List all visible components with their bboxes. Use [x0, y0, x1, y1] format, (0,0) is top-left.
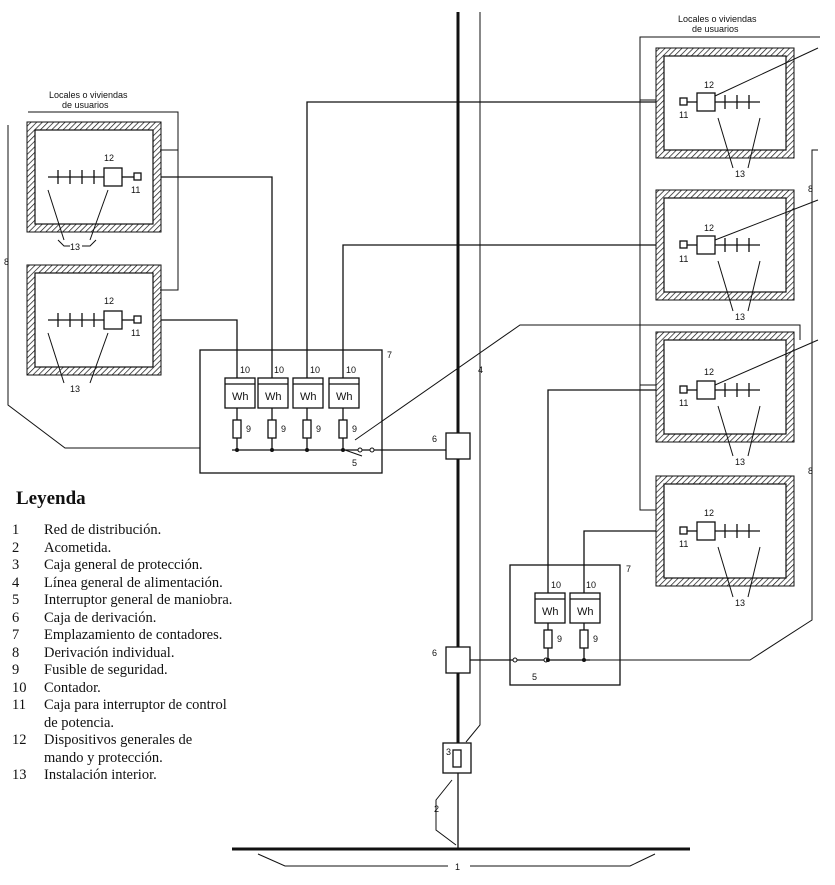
label-11: 11 — [679, 539, 688, 549]
label-5-lower: 5 — [532, 672, 537, 682]
label-9: 9 — [281, 424, 286, 434]
label-12: 12 — [704, 80, 714, 90]
label-7-upper: 7 — [387, 350, 392, 360]
dwelling-right-4: 12 11 13 — [655, 475, 795, 608]
label-10: 10 — [240, 365, 250, 375]
label-13: 13 — [70, 242, 80, 252]
meter-column-2: Wh 10 9 — [257, 365, 289, 452]
meter-column-3: Wh 10 9 — [292, 365, 324, 452]
label-6-lower: 6 — [432, 648, 437, 658]
label-11: 11 — [131, 185, 140, 195]
label-10: 10 — [274, 365, 284, 375]
meter-label: Wh — [265, 391, 282, 403]
label-12: 12 — [704, 367, 714, 377]
branch-box-lower: 6 — [432, 646, 471, 674]
meter-column-6: Wh 10 9 — [569, 580, 601, 662]
dwelling-left-1: 12 11 13 — [26, 121, 162, 252]
label-2: 2 — [434, 804, 439, 814]
label-13: 13 — [735, 598, 745, 608]
room-caption-left-2: de usuarios — [62, 100, 109, 110]
distribution-network: 1 — [232, 847, 690, 872]
room-caption-right-2: de usuarios — [692, 24, 739, 34]
meter-label: Wh — [232, 391, 249, 403]
meter-label: Wh — [542, 606, 559, 618]
label-5-upper: 5 — [352, 458, 357, 468]
label-13: 13 — [70, 384, 80, 394]
dwelling-right-2: 12 11 13 — [655, 189, 819, 322]
label-9: 9 — [246, 424, 251, 434]
label-9: 9 — [352, 424, 357, 434]
label-13: 13 — [735, 169, 745, 179]
legend-item: de potencia. — [44, 714, 115, 731]
label-6-upper: 6 — [432, 434, 437, 444]
label-12: 12 — [704, 223, 714, 233]
label-8-right: 8 — [808, 184, 813, 194]
meter-column-5: Wh 10 9 — [534, 580, 566, 662]
label-10: 10 — [551, 580, 561, 590]
general-protection-box: 3 — [442, 742, 472, 774]
label-11: 11 — [679, 398, 688, 408]
label-12: 12 — [704, 508, 714, 518]
label-10: 10 — [310, 365, 320, 375]
label-9: 9 — [557, 634, 562, 644]
meter-column-1: Wh 10 9 — [224, 365, 256, 452]
meter-label: Wh — [336, 391, 353, 403]
label-12: 12 — [104, 153, 114, 163]
label-11: 11 — [679, 110, 688, 120]
room-caption-left-1: Locales o viviendas — [49, 90, 128, 100]
general-supply-line: 4 — [456, 12, 483, 743]
label-7-lower: 7 — [626, 564, 631, 574]
meter-column-4: Wh 10 9 — [328, 365, 360, 452]
label-10: 10 — [586, 580, 596, 590]
label-8-right-2: 8 — [808, 466, 813, 476]
legend-title: Leyenda — [16, 488, 86, 509]
label-11: 11 — [131, 328, 140, 338]
meter-room-lower: 7 5 — [470, 564, 631, 686]
label-11: 11 — [679, 254, 688, 264]
branch-box-upper: 6 — [432, 432, 471, 460]
label-13: 13 — [735, 312, 745, 322]
label-3: 3 — [446, 747, 451, 757]
meter-label: Wh — [300, 391, 317, 403]
label-12: 12 — [104, 296, 114, 306]
dwelling-right-3: 12 11 13 — [655, 331, 819, 467]
label-10: 10 — [346, 365, 356, 375]
label-8-left: 8 — [4, 257, 9, 267]
label-9: 9 — [593, 634, 598, 644]
label-9: 9 — [316, 424, 321, 434]
dwelling-left-2: 12 11 13 — [26, 264, 162, 394]
meter-label: Wh — [577, 606, 594, 618]
dwelling-right-1: 12 11 13 — [655, 47, 819, 179]
meter-room-upper: 7 5 — [199, 349, 446, 474]
service-connection: 2 — [434, 773, 459, 849]
label-4: 4 — [478, 365, 483, 375]
legend-item: mando y protección. — [44, 749, 163, 766]
label-13: 13 — [735, 457, 745, 467]
label-1: 1 — [455, 862, 460, 872]
room-caption-right-1: Locales o viviendas — [678, 14, 757, 24]
